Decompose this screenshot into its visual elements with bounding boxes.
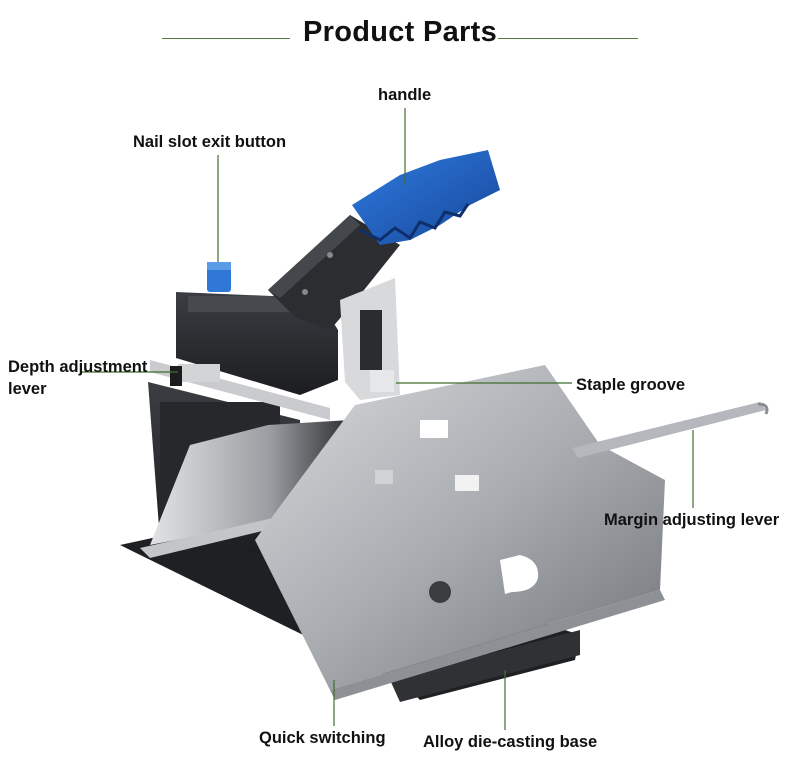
label-margin-adjusting-lever: Margin adjusting lever [604, 511, 780, 529]
label-quick-switching: Quick switching [259, 729, 386, 747]
feed-plate [255, 365, 665, 690]
label-depth-adjustment-lever: Depth adjustment lever [8, 356, 147, 400]
label-depth-line2: lever [8, 380, 47, 398]
title-divider-right [498, 38, 638, 39]
title-divider-left [162, 38, 290, 39]
label-alloy-die-casting-base: Alloy die-casting base [423, 733, 598, 751]
label-handle: handle [378, 86, 432, 104]
label-depth-line1: Depth adjustment [8, 358, 148, 376]
page-title: Product Parts [302, 16, 498, 48]
margin-lever-rod [572, 402, 766, 458]
label-staple-groove: Staple groove [576, 376, 686, 394]
label-nail-slot-exit-button: Nail slot exit button [133, 133, 287, 151]
handle-grip [352, 150, 500, 245]
handle-arm [268, 215, 400, 330]
leader-lines [80, 108, 694, 730]
